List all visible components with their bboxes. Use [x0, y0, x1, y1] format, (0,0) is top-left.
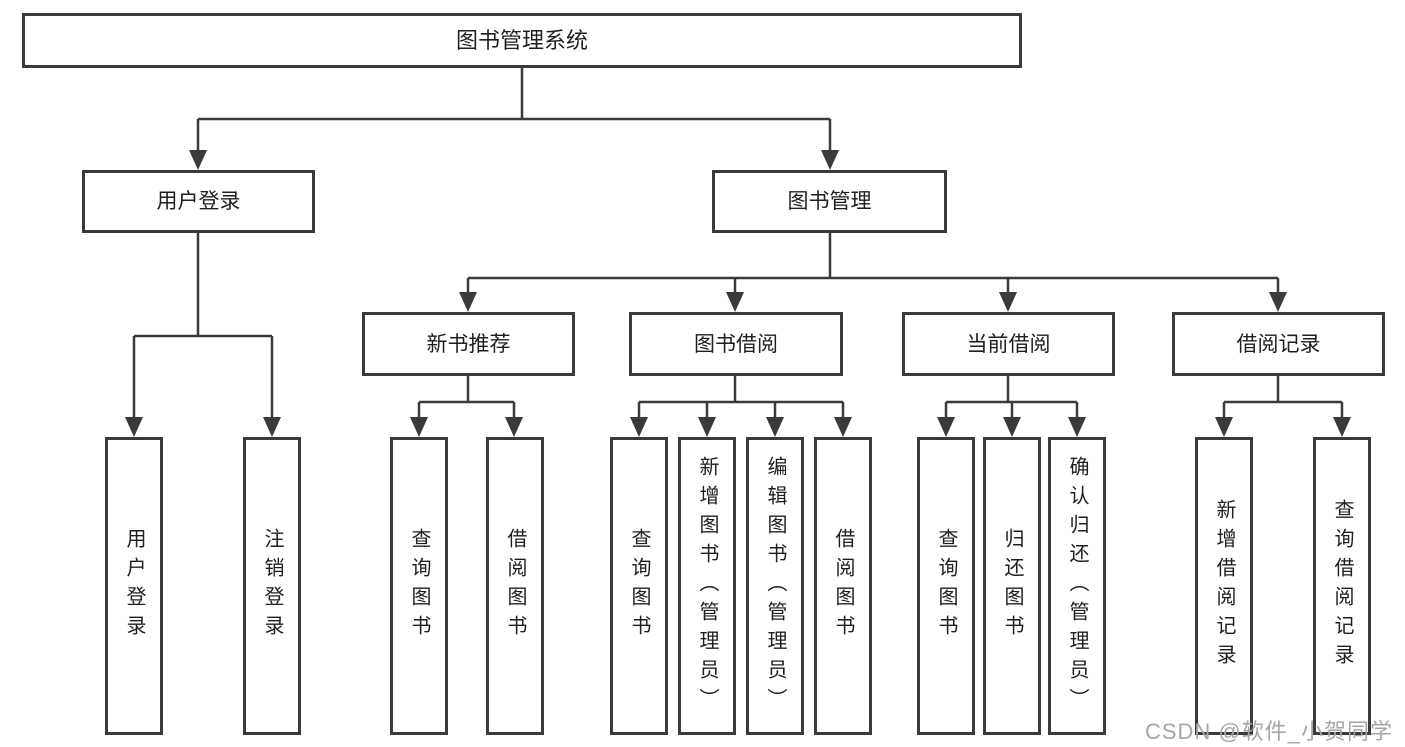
leaf-label: 新增借阅记录	[1213, 499, 1235, 673]
leaf-confirm-return-admin: 确认归还（管理员）	[1048, 437, 1106, 735]
node-label: 图书管理系统	[455, 27, 588, 53]
leaf-query-books-borrowing: 查询图书	[610, 437, 668, 735]
node-label: 新书推荐	[426, 332, 511, 356]
leaf-logout: 注销登录	[243, 437, 301, 735]
leaf-query-borrow-record: 查询借阅记录	[1313, 437, 1371, 735]
leaf-query-books-current: 查询图书	[917, 437, 975, 735]
node-label: 图书管理	[787, 190, 872, 213]
leaf-label: 查询图书	[935, 528, 957, 644]
node-book-borrowing: 图书借阅	[629, 312, 843, 376]
leaf-label: 用户登录	[123, 528, 145, 644]
leaf-label: 确认归还（管理员）	[1066, 455, 1088, 717]
node-library-management-system: 图书管理系统	[22, 13, 1022, 68]
leaf-label: 查询图书	[408, 528, 430, 644]
leaf-label: 查询借阅记录	[1331, 499, 1353, 673]
leaf-edit-books-admin: 编辑图书（管理员）	[746, 437, 804, 735]
leaf-return-books: 归还图书	[983, 437, 1041, 735]
leaf-borrow-books-borrowing: 借阅图书	[814, 437, 872, 735]
leaf-label: 新增图书（管理员）	[696, 455, 718, 717]
node-book-management: 图书管理	[712, 170, 947, 233]
leaf-label: 借阅图书	[504, 528, 526, 644]
leaf-label: 编辑图书（管理员）	[764, 455, 786, 717]
node-label: 当前借阅	[966, 332, 1051, 356]
leaf-label: 借阅图书	[832, 528, 854, 644]
watermark-csdn: CSDN @软件_小贺同学	[1144, 719, 1393, 744]
leaf-label: 归还图书	[1001, 528, 1023, 644]
leaf-label: 注销登录	[261, 528, 283, 644]
leaf-add-books-admin: 新增图书（管理员）	[678, 437, 736, 735]
node-label: 图书借阅	[694, 332, 778, 356]
node-new-book-recommendation: 新书推荐	[362, 312, 575, 376]
node-label: 用户登录	[156, 190, 241, 213]
leaf-user-login: 用户登录	[105, 437, 163, 735]
leaf-label: 查询图书	[628, 528, 650, 644]
node-current-borrowing: 当前借阅	[902, 312, 1115, 376]
node-label: 借阅记录	[1236, 332, 1321, 356]
leaf-query-books-recommendation: 查询图书	[390, 437, 448, 735]
leaf-borrow-books-recommendation: 借阅图书	[486, 437, 544, 735]
leaf-add-borrow-record: 新增借阅记录	[1195, 437, 1253, 735]
node-borrowing-records: 借阅记录	[1172, 312, 1385, 376]
node-user-login: 用户登录	[82, 170, 315, 233]
